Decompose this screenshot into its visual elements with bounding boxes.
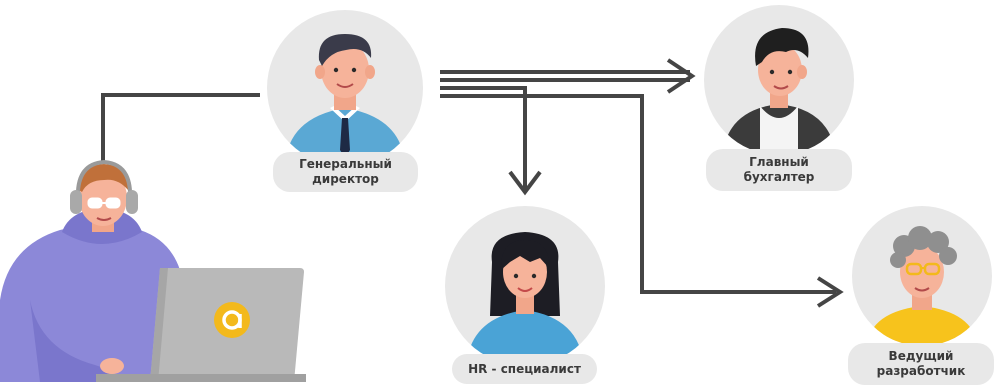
connector-ceo-accountant — [440, 58, 696, 94]
label-ceo: Генеральный директор — [273, 152, 418, 192]
ceo-avatar — [267, 10, 423, 166]
label-hr-line1: HR - специалист — [468, 361, 581, 376]
label-chief-accountant: Главный бухгалтер — [706, 149, 852, 191]
label-lead-developer: Ведущий разработчик — [848, 343, 994, 385]
laptop-logo-icon — [214, 302, 250, 338]
label-ceo-line2: директор — [312, 172, 379, 186]
lead-dev-avatar — [852, 206, 992, 346]
label-accountant-line2: бухгалтер — [743, 170, 815, 184]
label-accountant-line1: Главный — [749, 155, 809, 169]
hr-avatar — [445, 206, 605, 366]
accountant-avatar — [704, 5, 854, 155]
label-hr-specialist: HR - специалист — [452, 354, 597, 384]
label-dev-line1: Ведущий — [888, 349, 954, 363]
connector-user-ceo — [101, 93, 260, 162]
label-ceo-line1: Генеральный — [299, 157, 392, 171]
connector-ceo-hr — [440, 86, 542, 196]
label-dev-line2: разработчик — [876, 364, 966, 378]
connector-ceo-dev — [440, 94, 844, 308]
user-with-laptop-illustration — [0, 159, 306, 382]
